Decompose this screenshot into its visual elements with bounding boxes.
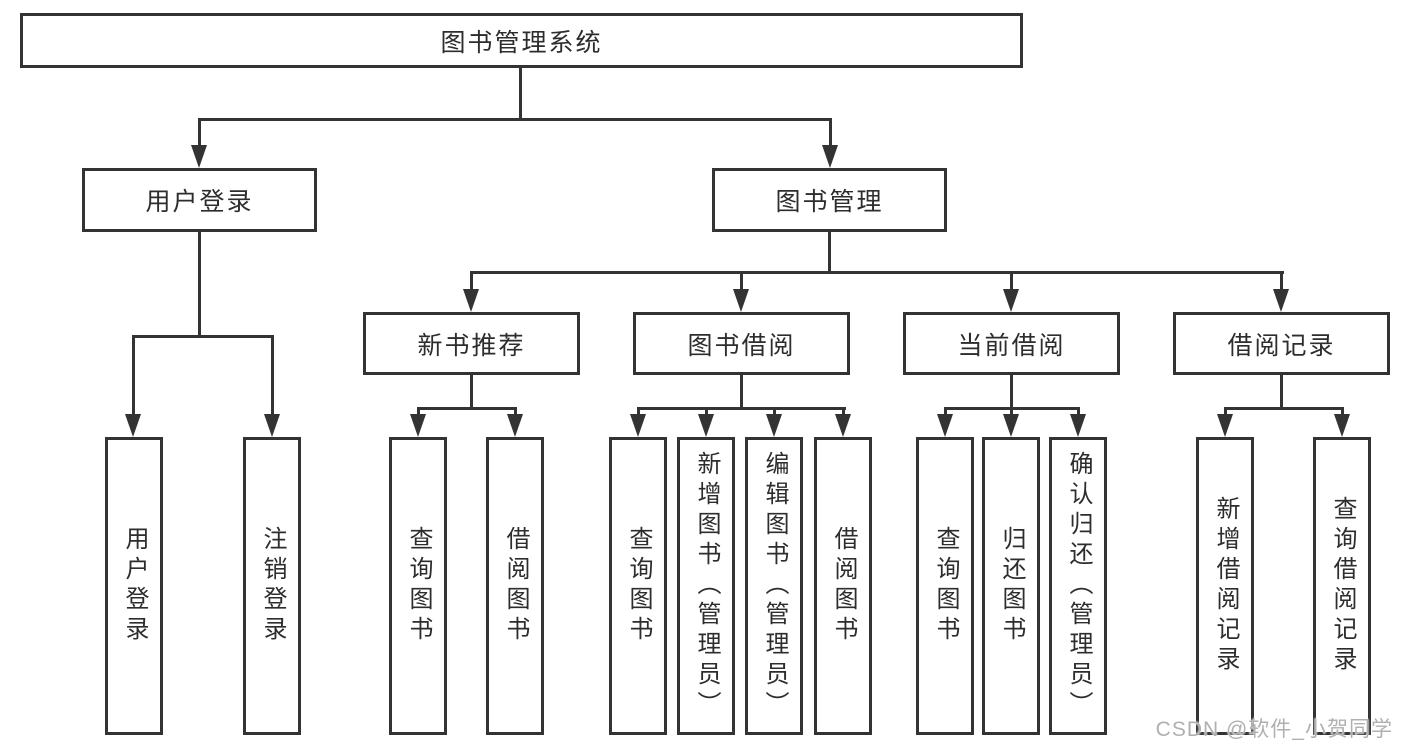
connector-line [417,407,516,410]
connector-line [198,232,201,338]
arrowhead-down [698,414,714,437]
connector-line [1280,271,1283,291]
watermark: CSDN @软件_小贺同学 [1155,718,1393,741]
leaf-add-borrow-record: 新增借阅记录 [1196,437,1254,735]
connector-line [519,68,522,118]
connector-line [637,407,640,417]
arrowhead-down [766,414,782,437]
connector-line [132,335,274,338]
connector-line [637,407,846,410]
leaf-label: 确认归还（管理员） [1065,451,1092,721]
connector-line [1224,407,1227,417]
node-book-borrowing: 图书借阅 [633,312,850,375]
arrowhead-down [822,145,838,168]
connector-line [417,407,420,417]
arrowhead-down [630,414,646,437]
connector-line [198,118,832,121]
arrowhead-down [410,414,426,437]
connector-line [1010,375,1013,409]
connector-line [1280,375,1283,409]
leaf-label: 借阅图书 [830,526,857,646]
connector-line [132,335,135,417]
leaf-edit-book-admin: 编辑图书（管理员） [745,437,803,735]
node-current-borrowing: 当前借阅 [903,312,1120,375]
leaf-query-books-current: 查询图书 [916,437,974,735]
leaf-label: 查询图书 [405,526,432,646]
connector-line [1224,407,1344,410]
node-borrowing-records: 借阅记录 [1173,312,1390,375]
connector-line [705,407,708,417]
leaf-borrow-books-recommend: 借阅图书 [486,437,544,735]
connector-line [773,407,776,417]
connector-line [470,271,1284,274]
leaf-add-book-admin: 新增图书（管理员） [677,437,735,735]
leaf-query-borrow-record: 查询借阅记录 [1313,437,1371,735]
leaf-query-books-borrowing: 查询图书 [609,437,667,735]
arrowhead-down [733,289,749,312]
leaf-label: 查询图书 [625,526,652,646]
leaf-label: 注销登录 [259,526,286,646]
node-new-book-recommendation: 新书推荐 [363,312,580,375]
connector-line [1010,407,1013,417]
leaf-label: 新增图书（管理员） [693,451,720,721]
leaf-label: 新增借阅记录 [1212,496,1239,676]
arrowhead-down [1070,414,1086,437]
arrowhead-down [1217,414,1233,437]
connector-line [944,407,947,417]
arrowhead-down [937,414,953,437]
arrowhead-down [1003,289,1019,312]
leaf-query-books-recommend: 查询图书 [389,437,447,735]
arrowhead-down [463,289,479,312]
leaf-label: 查询图书 [932,526,959,646]
connector-line [198,118,201,148]
arrowhead-down [1334,414,1350,437]
leaf-label: 借阅图书 [502,526,529,646]
arrowhead-down [125,414,141,437]
connector-line [842,407,845,417]
arrowhead-down [191,145,207,168]
leaf-borrow-books: 借阅图书 [814,437,872,735]
node-user-login: 用户登录 [82,168,317,232]
connector-line [1341,407,1344,417]
leaf-label: 查询借阅记录 [1329,496,1356,676]
arrowhead-down [264,414,280,437]
leaf-confirm-return-admin: 确认归还（管理员） [1049,437,1107,735]
connector-line [740,271,743,291]
leaf-logout: 注销登录 [243,437,301,735]
arrowhead-down [507,414,523,437]
leaf-label: 归还图书 [998,526,1025,646]
connector-line [1077,407,1080,417]
arrowhead-down [835,414,851,437]
connector-line [514,407,517,417]
arrowhead-down [1003,414,1019,437]
leaf-return-books: 归还图书 [982,437,1040,735]
leaf-label: 编辑图书（管理员） [761,451,788,721]
connector-line [1010,271,1013,291]
leaf-user-login: 用户登录 [105,437,163,735]
connector-line [470,375,473,409]
connector-line [740,375,743,409]
connector-line [828,232,831,274]
node-library-management-system: 图书管理系统 [20,13,1023,68]
node-book-management: 图书管理 [712,168,947,232]
connector-line [829,118,832,148]
leaf-label: 用户登录 [121,526,148,646]
connector-line [470,271,473,291]
connector-line [271,335,274,417]
arrowhead-down [1273,289,1289,312]
